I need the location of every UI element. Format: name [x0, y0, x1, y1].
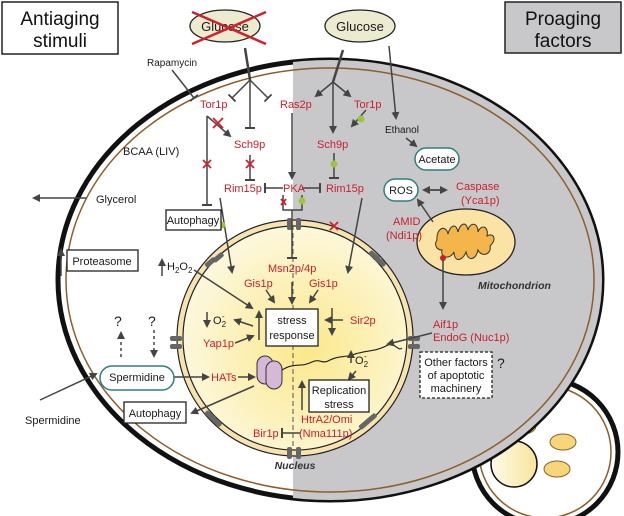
glycerol-label: Glycerol [96, 194, 136, 206]
replication-stress-box: Replication stress [308, 379, 370, 413]
activation-dot-icon [218, 115, 365, 229]
autophagy-label: Autophagy [167, 215, 220, 227]
protein-msn2p4p: Msn2p/4p [268, 263, 316, 275]
spermidine-external-label: Spermidine [25, 415, 81, 427]
protein-endog: EndoG (Nuc1p) [433, 332, 509, 344]
ros-label: ROS [389, 185, 413, 197]
bcaa-label: BCAA (LIV) [123, 146, 179, 158]
glucose: Glucose [324, 9, 396, 43]
protein-tor1p-left: Tor1p [200, 99, 228, 111]
question-mark: ? [497, 355, 505, 371]
protein-caspase: Caspase [456, 181, 499, 193]
ros-pill: ROS [383, 178, 419, 202]
protein-tor1p-right: Tor1p [354, 99, 382, 111]
other-factors-line1: Other factors [424, 357, 488, 369]
protein-ndi1p: (Ndi1p) [386, 230, 422, 242]
protein-yca1p: (Yca1p) [461, 195, 500, 207]
proteasome-box: Proteasome [66, 249, 139, 272]
inhibition-cross-icon [202, 117, 339, 231]
other-factors-box: Other factors of apoptotic machinery [419, 351, 493, 399]
question-mark: ? [114, 313, 122, 329]
acetate-label: Acetate [418, 154, 455, 166]
protein-yap1p: Yap1p [203, 338, 234, 350]
protein-gis1p-left: Gis1p [244, 278, 273, 290]
protein-htra2-omi: HtrA2/Omi [301, 414, 352, 426]
protein-nma111p: (Nma111p) [299, 428, 352, 440]
superoxide-label: O2- [213, 312, 227, 329]
question-mark: ? [148, 313, 156, 329]
mitochondrion-label: Mitochondrion [478, 280, 551, 292]
antiaging-label-line1: Antiaging [20, 9, 99, 30]
other-factors-line2: of apoptotic [428, 370, 485, 382]
proteasome-label: Proteasome [72, 256, 131, 268]
nuclear-pores [170, 218, 420, 459]
glucose-crossed: Glucose [189, 9, 267, 46]
other-factors-line3: machinery [431, 383, 482, 395]
protein-sch9p-left: Sch9p [234, 139, 265, 151]
spermidine-label: Spermidine [109, 372, 165, 384]
autophagy-box-top: Autophagy [165, 209, 222, 231]
replication-stress-line2: stress [324, 399, 354, 411]
protein-sch9p-right: Sch9p [317, 139, 348, 151]
protein-aif1p: Aif1p [433, 319, 458, 331]
protein-rim15p-right: Rim15p [326, 183, 364, 195]
histone-chromatin [256, 343, 403, 390]
pathway-modifiers [202, 115, 365, 231]
autophagy-label: Autophagy [129, 408, 182, 420]
antiaging-label-line2: stimuli [33, 31, 87, 52]
protein-hats: HATs [211, 372, 237, 384]
cross-out-line [191, 10, 267, 46]
autophagy-box-bottom: Autophagy [123, 401, 187, 424]
protein-ras2p: Ras2p [280, 99, 312, 111]
proaging-label-line2: factors [534, 31, 591, 52]
antiaging-stimuli-box: Antiaging stimuli [1, 1, 119, 55]
stress-response-box: stress response [265, 308, 319, 347]
ethanol-label: Ethanol [385, 125, 419, 136]
replication-stress-line1: Replication [312, 385, 366, 397]
protein-sir2p: Sir2p [350, 315, 376, 327]
glucose-label: Glucose [336, 19, 384, 34]
spermidine-pill: Spermidine [99, 365, 175, 391]
nucleus-label: Nucleus [275, 460, 316, 472]
rapamycin-label: Rapamycin [147, 58, 197, 69]
proaging-label-line1: Proaging [525, 9, 601, 30]
mitochondrion: Mitochondrion [416, 208, 551, 292]
stress-response-line1: stress [277, 315, 307, 327]
protein-pka: PKA [283, 183, 306, 195]
bud-mitochondrion [549, 433, 577, 451]
mito-release-dot [440, 255, 446, 261]
protein-gis1p-right: Gis1p [309, 278, 338, 290]
acetate-pill: Acetate [414, 147, 460, 171]
superoxide-label: O2- [355, 352, 369, 369]
protein-rim15p-left: Rim15p [224, 183, 262, 195]
proaging-factors-box: Proaging factors [504, 1, 622, 54]
stress-response-line2: response [269, 330, 314, 342]
bud-mitochondrion [543, 460, 571, 478]
protein-bir1p: Bir1p [253, 428, 279, 440]
protein-amid: AMID [393, 216, 421, 228]
h2o2-label: H2O2 [167, 261, 193, 275]
